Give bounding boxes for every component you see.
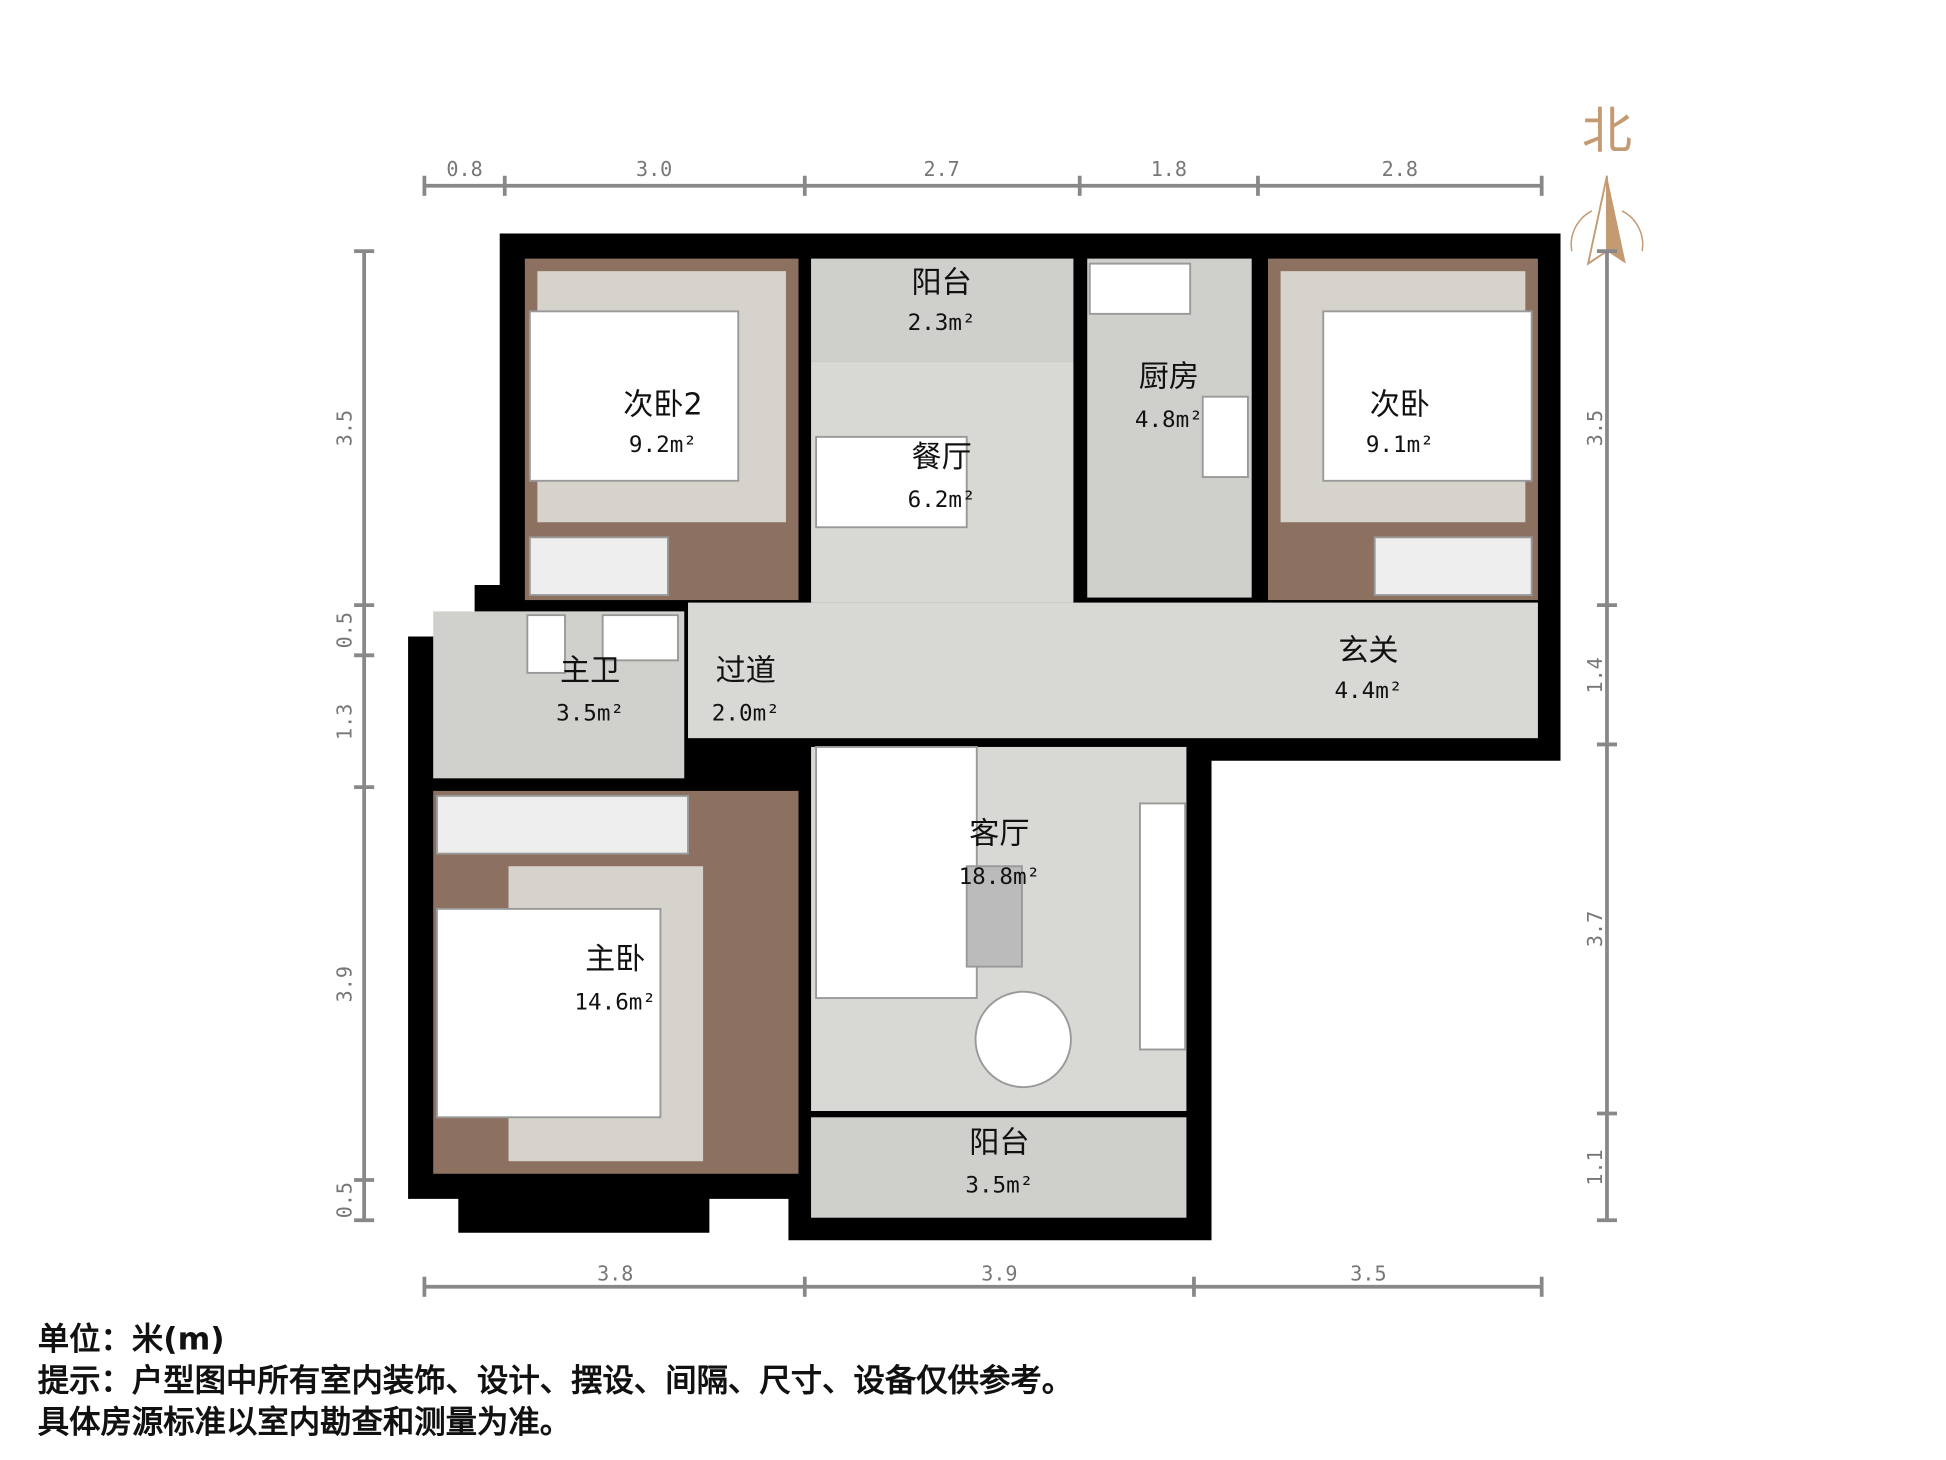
dim-right-4: 1.1	[1583, 1149, 1607, 1185]
disclaimer-line2: 具体房源标准以室内勘查和测量为准。	[38, 1403, 571, 1440]
room-area: 18.8m²	[959, 864, 1041, 890]
tv-cabinet	[1139, 802, 1187, 1051]
dim-left-4: 3.9	[333, 966, 357, 1002]
north-label: 北	[1582, 101, 1632, 160]
room-name: 阳台	[969, 1125, 1029, 1160]
stove	[1201, 395, 1249, 478]
room-area: 2.3m²	[908, 310, 976, 336]
room-name: 客厅	[969, 817, 1029, 852]
dining-table	[815, 435, 968, 529]
dim-top-5: 2.8	[1382, 157, 1418, 181]
sink	[601, 614, 679, 662]
dimension-bottom	[422, 1276, 1544, 1297]
dim-right-2: 1.4	[1583, 657, 1607, 693]
bed-bedroom	[1322, 310, 1533, 482]
dimension-top	[422, 175, 1544, 196]
room-area: 14.6m²	[574, 989, 656, 1015]
unit-note: 单位：米(m)	[38, 1321, 225, 1358]
wardrobe-bedroom2	[528, 536, 669, 596]
wardrobe-master	[436, 794, 689, 855]
room-area: 4.8m²	[1135, 407, 1203, 433]
room-name: 玄关	[1338, 633, 1398, 668]
dim-bottom-2: 3.9	[981, 1261, 1017, 1285]
armchair	[974, 990, 1072, 1089]
room-name: 次卧	[1370, 387, 1430, 422]
dim-right-1: 3.5	[1583, 410, 1607, 446]
room-area: 9.1m²	[1366, 432, 1434, 458]
dim-top-4: 1.8	[1151, 157, 1187, 181]
sofa	[815, 746, 978, 999]
room-name: 主卧	[585, 942, 645, 977]
bed-master	[436, 907, 662, 1119]
toilet	[526, 614, 566, 674]
room-name: 过道	[716, 653, 776, 688]
dim-bottom-1: 3.8	[597, 1261, 633, 1285]
room-area: 9.2m²	[629, 432, 697, 458]
room-area: 3.5m²	[965, 1173, 1033, 1199]
floor-corridor	[688, 602, 1538, 739]
dim-left-5: 0.5	[333, 1182, 357, 1218]
dim-top-1: 0.8	[446, 157, 482, 181]
compass: 北	[1570, 101, 1644, 266]
dim-bottom-3: 3.5	[1350, 1261, 1386, 1285]
dimension-right	[1596, 249, 1618, 1223]
floor-balcony-bottom	[811, 1117, 1187, 1218]
north-arrow-icon	[1570, 175, 1644, 266]
wardrobe-bedroom	[1373, 536, 1533, 596]
room-name: 厨房	[1139, 360, 1199, 395]
kitchen-counter	[1088, 262, 1192, 315]
dimension-left	[354, 249, 375, 1223]
room-area: 3.5m²	[556, 701, 624, 727]
dim-top-2: 3.0	[636, 157, 672, 181]
room-name: 餐厅	[911, 440, 971, 475]
room-area: 6.2m²	[908, 487, 976, 513]
floor-balcony-top	[811, 258, 1074, 362]
room-labels: 次卧2 9.2m² 阳台 2.3m² 餐厅 6.2m² 厨房 4.8m² 次卧 …	[556, 266, 1434, 1199]
room-name: 主卫	[560, 653, 620, 688]
room-area: 4.4m²	[1334, 678, 1402, 704]
disclaimer-line1: 提示：户型图中所有室内装饰、设计、摆设、间隔、尺寸、设备仅供参考。	[38, 1362, 1073, 1399]
room-area: 2.0m²	[712, 701, 780, 727]
room-name: 阳台	[911, 266, 971, 301]
coffee-table	[965, 865, 1023, 968]
dim-left-2: 0.5	[333, 612, 357, 648]
dim-top-3: 2.7	[923, 157, 959, 181]
dim-left-3: 1.3	[333, 704, 357, 740]
furniture	[436, 262, 1533, 1119]
dim-right-3: 3.7	[1583, 911, 1607, 947]
bed-bedroom2	[528, 310, 740, 482]
room-name: 次卧2	[623, 387, 702, 422]
dim-left-1: 3.5	[333, 410, 357, 446]
